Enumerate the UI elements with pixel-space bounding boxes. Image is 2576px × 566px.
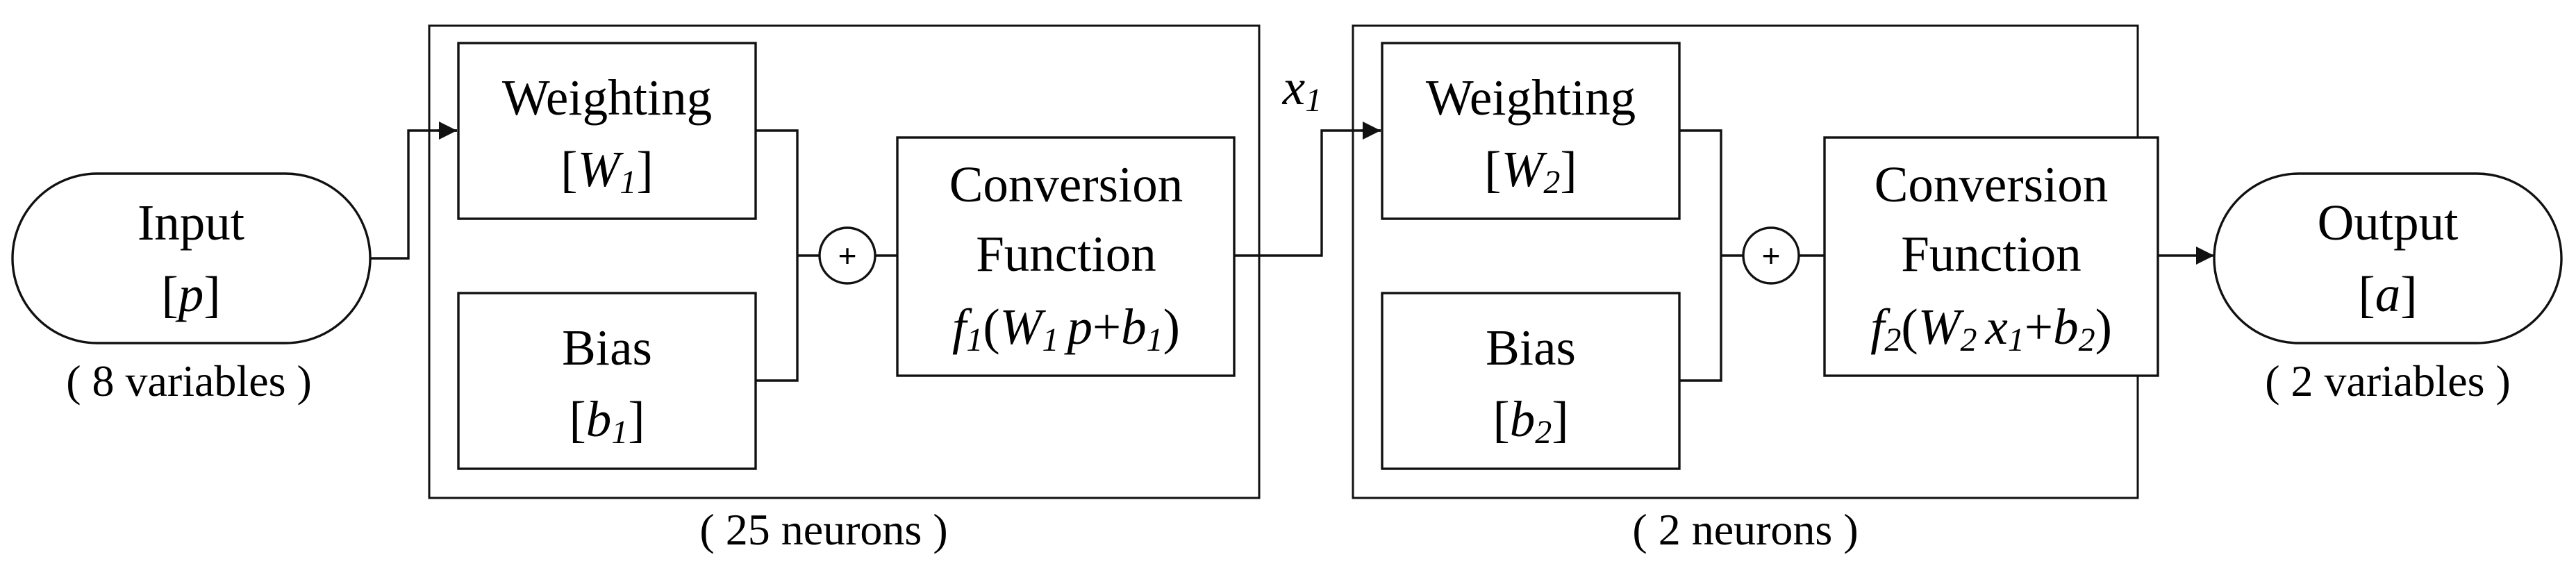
layer1-plus-sign: +	[838, 238, 857, 274]
layer2-bias-rect	[1381, 292, 1681, 470]
output-terminal-shape	[2213, 172, 2563, 344]
layer2-bias-title: Bias	[1486, 319, 1576, 376]
output-variables-note: ( 2 variables )	[2265, 356, 2511, 406]
input-label: Input	[138, 194, 244, 251]
layer2-conversion-line1: Conversion	[1875, 156, 2109, 213]
layer1-frame	[428, 24, 1261, 499]
layer1-bias-symbol: [b1]	[569, 391, 645, 451]
layer1-merge-line	[756, 129, 799, 382]
input-variables-note: ( 8 variables )	[66, 356, 312, 406]
layer2-bias-symbol: [b2]	[1493, 391, 1568, 451]
layer2-plus-sign: +	[1762, 238, 1781, 274]
layer1-conversion-rect	[896, 136, 1236, 377]
layer2-weighting-symbol: [W2]	[1484, 141, 1577, 201]
layer1-conversion-line1: Conversion	[949, 156, 1183, 213]
output-label: Output	[2318, 194, 2459, 251]
input-symbol: [p]	[161, 266, 220, 322]
connector-input-to-weighting1	[370, 129, 457, 260]
layer2-conversion-rect	[1823, 136, 2159, 377]
output-node: Output [a]	[2213, 172, 2563, 344]
layer2-weighting-box: Weighting [W2]	[1381, 42, 1681, 220]
input-node: Input [p]	[11, 172, 372, 344]
connector-layer1-to-layer2	[1234, 129, 1381, 257]
layer1-neuron-caption: ( 25 neurons )	[699, 505, 947, 554]
layer2-conversion-line2: Function	[1901, 226, 2081, 282]
layer1-weighting-title: Weighting	[502, 69, 712, 126]
layer2-merge-line	[1679, 129, 1722, 382]
layer1-bias-box: Bias [b1]	[457, 292, 757, 470]
layer1-weighting-rect	[457, 42, 757, 220]
output-symbol: [a]	[2358, 266, 2417, 322]
layer1-conversion-line2: Function	[976, 226, 1156, 282]
layer1-bias-rect	[457, 292, 757, 470]
layer1-weighting-symbol: [W1]	[560, 141, 653, 201]
signal-x1-label: x1	[1282, 59, 1322, 119]
layer1-bias-title: Bias	[562, 319, 652, 376]
layer1-weighting-box: Weighting [W1]	[457, 42, 757, 220]
layer2-neuron-caption: ( 2 neurons )	[1632, 505, 1858, 554]
layer2-bias-box: Bias [b2]	[1381, 292, 1681, 470]
layer2-weighting-title: Weighting	[1426, 69, 1636, 126]
layer2-weighting-rect	[1381, 42, 1681, 220]
